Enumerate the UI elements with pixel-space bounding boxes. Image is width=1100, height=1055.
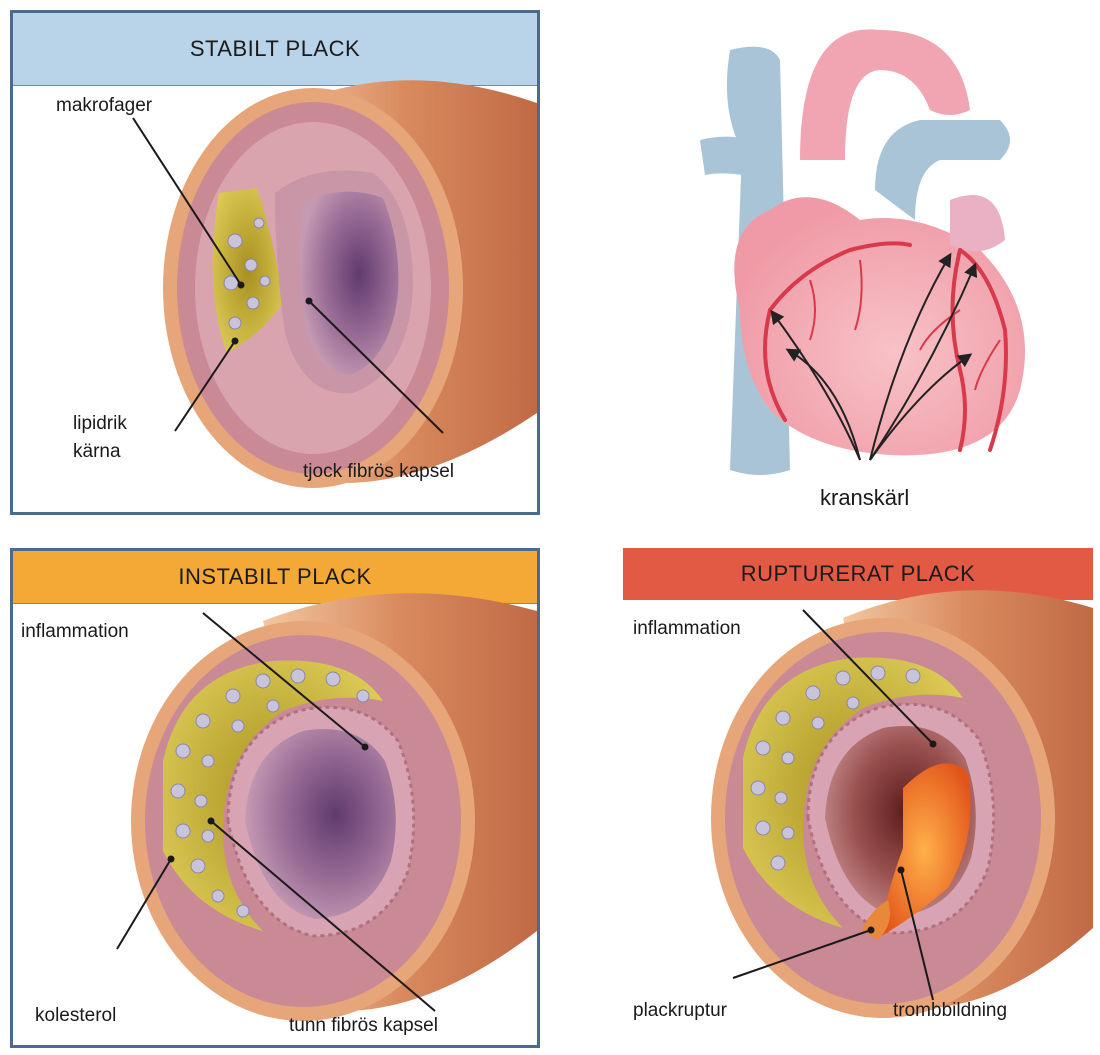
label-lipid-core-line1: lipidrik <box>73 411 127 437</box>
pointer-dot <box>306 298 313 305</box>
pointer-dot <box>898 867 905 874</box>
label-inflammation: inflammation <box>633 616 741 642</box>
label-cholesterol: kolesterol <box>35 1003 116 1029</box>
label-macrophages: makrofager <box>56 93 152 119</box>
label-coronary-arteries: kranskärl <box>820 485 909 511</box>
pointer-dot <box>930 741 937 748</box>
label-inflammation: inflammation <box>21 619 129 645</box>
label-lipid-core-line2: kärna <box>73 439 121 465</box>
stable-plaque-panel: STABILT PLACK makrofager lipidrik kärna … <box>10 10 540 515</box>
stable-plaque-artery-illustration <box>13 13 537 512</box>
unstable-plaque-panel: INSTABILT PLACK inflammation kolesterol … <box>10 548 540 1048</box>
pointer-dot <box>168 856 175 863</box>
pointer-dot <box>868 927 875 934</box>
pointer-dot <box>238 282 245 289</box>
pointer-dot <box>208 818 215 825</box>
left-atrium <box>950 195 1005 251</box>
label-thrombus-formation: trombbildning <box>893 998 1007 1024</box>
heart-illustration <box>660 10 1080 535</box>
label-plaque-rupture: plackruptur <box>633 998 727 1024</box>
label-thin-fibrous-cap: tunn fibrös kapsel <box>289 1013 438 1039</box>
label-thick-fibrous-cap: tjock fibrös kapsel <box>303 459 454 485</box>
heart-panel: kranskärl <box>660 10 1080 535</box>
pointer-dot <box>362 744 369 751</box>
ruptured-plaque-panel: RUPTURERAT PLACK inflammation plackruptu… <box>603 548 1093 1048</box>
pointer-dot <box>232 338 239 345</box>
